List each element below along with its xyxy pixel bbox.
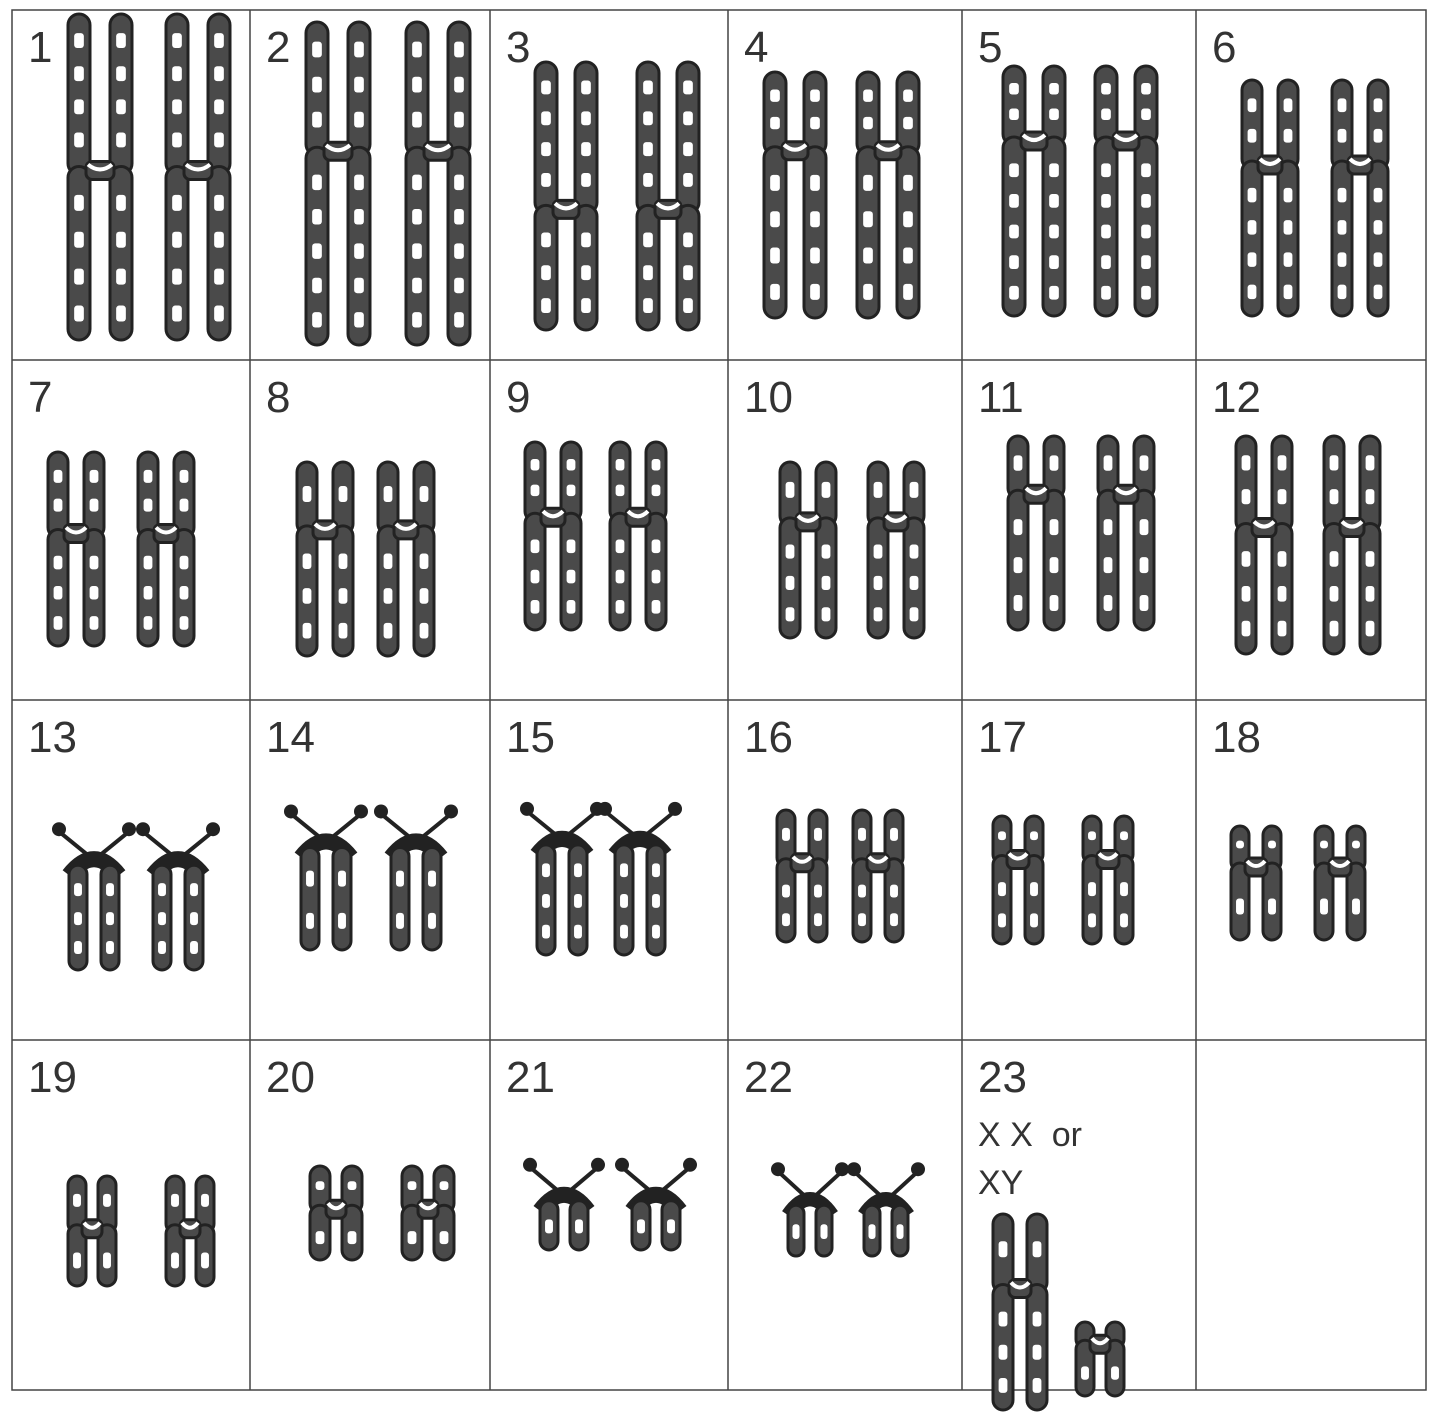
chromosome-16-a: [777, 810, 827, 942]
cell-number-label: 11: [978, 373, 1024, 422]
cell-number-label: 19: [28, 1053, 77, 1102]
chromosome-19-a: [68, 1176, 116, 1286]
chromosome-13-a: [52, 822, 136, 970]
cell-number-label: 8: [266, 373, 290, 422]
cell-number-label: 4: [744, 23, 768, 72]
chromosome-9-b: [610, 442, 666, 630]
cell-number-label: 20: [266, 1053, 315, 1102]
chromosome-4-b: [857, 72, 919, 318]
cell-number-label: 16: [744, 713, 793, 762]
cell-number-label: 17: [978, 713, 1027, 762]
cell-number-label: 21: [506, 1053, 555, 1102]
chromosome-11-b: [1098, 436, 1154, 630]
chromosome-9-a: [525, 442, 581, 630]
chromosome-10-b: [868, 462, 924, 638]
chromosome-16-b: [853, 810, 903, 942]
chromosome-8-a: [297, 462, 353, 656]
cell-number-label: 22: [744, 1053, 793, 1102]
chromosome-1-b: [166, 14, 230, 340]
cell-number-label: 10: [744, 373, 793, 422]
sex-chrom-note-line1: X X or: [978, 1116, 1082, 1154]
chromosome-23-y: [1076, 1322, 1124, 1396]
chromosome-15-a: [520, 802, 604, 955]
cell-number-label: 9: [506, 373, 530, 422]
chromosome-7-b: [138, 452, 194, 646]
sex-chrom-note-line2: XY: [978, 1164, 1023, 1202]
cell-number-label: 18: [1212, 713, 1261, 762]
cell-number-label: 15: [506, 713, 555, 762]
chromosome-13-b: [136, 822, 220, 970]
chromosome-12-a: [1236, 436, 1292, 654]
cell-number-label: 13: [28, 713, 77, 762]
chromosome-4-a: [764, 72, 826, 318]
chromosome-22-b: [847, 1162, 925, 1256]
cell-number-label: 6: [1212, 23, 1236, 72]
chromosome-6-a: [1242, 80, 1298, 316]
chromosome-6-b: [1332, 80, 1388, 316]
cell-number-label: 3: [506, 23, 530, 72]
chromosome-1-a: [68, 14, 132, 340]
cell-number-label: 1: [28, 23, 52, 72]
chromosome-21-b: [615, 1158, 697, 1250]
chromosome-12-b: [1324, 436, 1380, 654]
chromosome-20-b: [402, 1166, 454, 1260]
chromosome-17-a: [993, 816, 1043, 944]
chromosomes-layer: [48, 14, 1388, 1410]
chromosome-18-a: [1231, 826, 1281, 940]
cell-number-label: 7: [28, 373, 52, 422]
chromosome-3-a: [535, 62, 597, 330]
chromosome-20-a: [310, 1166, 362, 1260]
chromosome-10-a: [780, 462, 836, 638]
chromosome-11-a: [1008, 436, 1064, 630]
chromosome-19-b: [166, 1176, 214, 1286]
chromosome-15-b: [598, 802, 682, 955]
chromosome-17-b: [1083, 816, 1133, 944]
chromosome-2-b: [406, 22, 470, 345]
cell-number-label: 5: [978, 23, 1002, 72]
chromosome-3-b: [637, 62, 699, 330]
cell-number-label: 14: [266, 713, 315, 762]
chromosome-18-b: [1315, 826, 1365, 940]
chromosome-5-b: [1095, 66, 1157, 316]
chromosome-2-a: [306, 22, 370, 345]
chromosome-7-a: [48, 452, 104, 646]
chromosome-21-a: [523, 1158, 605, 1250]
chromosome-23-x: [993, 1214, 1047, 1410]
chromosome-14-a: [284, 804, 368, 950]
chromosome-8-b: [378, 462, 434, 656]
chromosome-14-b: [374, 804, 458, 950]
cell-number-label: 2: [266, 23, 290, 72]
chromosome-22-a: [771, 1162, 849, 1256]
cell-number-label: 23: [978, 1053, 1027, 1102]
cell-number-label: 12: [1212, 373, 1261, 422]
chromosome-5-a: [1003, 66, 1065, 316]
